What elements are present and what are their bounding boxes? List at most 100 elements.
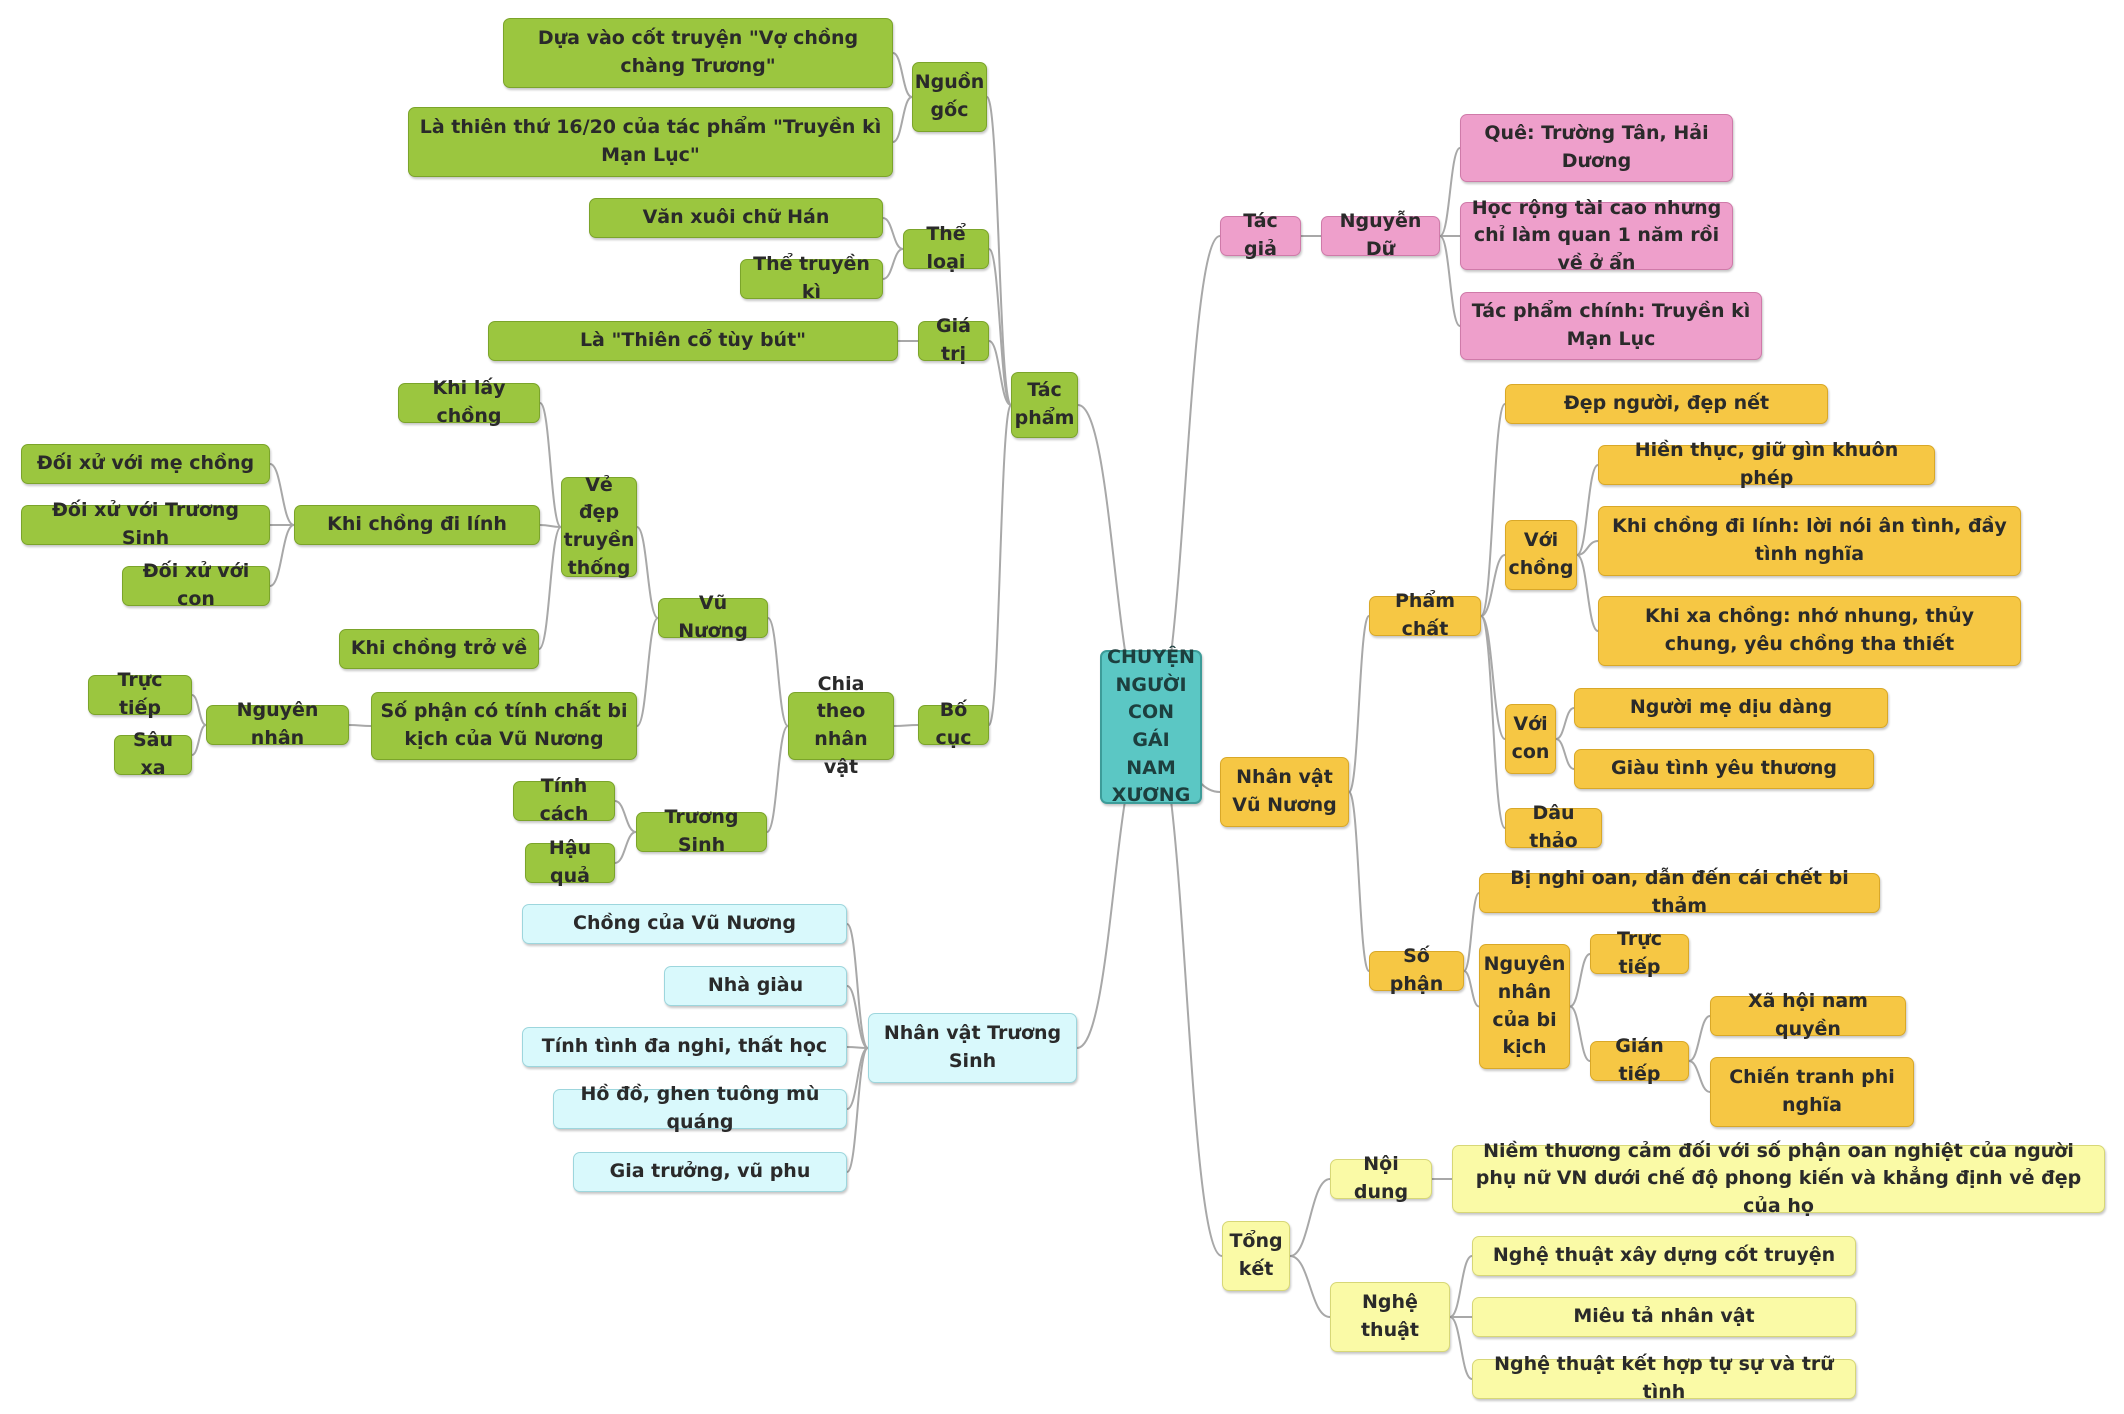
connector-bo-cuc [988,404,1012,726]
node-the-loai[interactable]: Thể loại [903,223,989,273]
node-noi-dung[interactable]: Nội dung [1330,1153,1432,1203]
node-noi-dung-text[interactable]: Niềm thương cảm đối với số phận oan nghi… [1452,1140,2105,1217]
node-bo-cuc[interactable]: Bố cục [918,699,989,749]
connector-voi-chong-1 [1576,464,1599,556]
connector-the-loai-2 [882,248,904,280]
node-gian-tiep[interactable]: Gián tiếp [1590,1035,1689,1085]
node-the-loai-2[interactable]: Thể truyền kì [740,253,883,303]
connector-dep-nguoi [1480,403,1506,617]
connector-gian-tiep [1569,1005,1591,1062]
node-hau-qua[interactable]: Hậu quả [525,837,615,887]
connector-khi-chong-di-linh [539,524,562,528]
node-nghe-thuat-3[interactable]: Nghệ thuật kết hợp tự sự và trữ tình [1472,1353,1856,1403]
connector-ts-item-2 [846,985,869,1049]
node-pham-chat[interactable]: Phẩm chất [1369,590,1481,640]
node-nguon-goc-1[interactable]: Dựa vào cốt truyện "Vợ chồng chàng Trươn… [503,18,893,88]
node-voi-chong-1[interactable]: Hiền thục, giữ gìn khuôn phép [1598,439,1935,489]
connector-nguon-goc-1 [892,52,913,98]
connector-nghe-thuat [1289,1255,1331,1318]
connector-noi-dung [1289,1178,1331,1257]
node-nghe-thuat-2[interactable]: Miêu tả nhân vật [1472,1297,1856,1337]
node-voi-con-1[interactable]: Người mẹ dịu dàng [1574,688,1888,728]
connector-ve-dep [636,526,659,619]
node-ve-dep[interactable]: Vẻ đẹp truyền thống [561,474,637,579]
node-chia-theo[interactable]: Chia theo nhân vật [788,673,894,778]
node-truong-sinh-char[interactable]: Nhân vật Trương Sinh [868,1013,1077,1083]
node-the-loai-1[interactable]: Văn xuôi chữ Hán [589,198,883,238]
node-voi-con[interactable]: Với con [1505,704,1556,774]
connector-doi-xu-con [269,524,295,587]
node-gia-tri[interactable]: Giá trị [918,315,989,365]
connector-ts-item-1 [846,923,869,1049]
connector-bi-nghi-oan [1463,892,1480,972]
connector-tac-gia-item-1 [1439,147,1461,237]
node-tac-gia[interactable]: Tác giả [1220,210,1301,260]
node-xa-hoi[interactable]: Xã hội nam quyền [1710,990,1906,1040]
node-khi-lay-chong[interactable]: Khi lấy chồng [398,377,540,427]
connector-truc-tiep [191,694,207,726]
node-voi-chong-2[interactable]: Khi chồng đi lính: lời nói ân tình, đầy … [1598,506,2021,576]
node-voi-chong-3[interactable]: Khi xa chồng: nhớ nhung, thủy chung, yêu… [1598,596,2021,666]
node-dau-thao[interactable]: Dâu thảo [1505,802,1602,852]
connector-voi-chong-2 [1576,540,1599,556]
node-voi-chong[interactable]: Với chồng [1505,520,1577,590]
connector-nguon-goc [986,96,1012,406]
connector-chien-tranh [1688,1060,1711,1093]
node-tac-gia-item-2[interactable]: Học rộng tài cao nhưng chỉ làm quan 1 nă… [1460,197,1733,274]
node-ts-item-1[interactable]: Chồng của Vũ Nương [522,904,847,944]
node-sau-xa[interactable]: Sâu xa [114,729,192,779]
connector-tinh-cach [614,800,637,833]
connector-the-loai-1 [882,217,904,250]
node-ts-item-4[interactable]: Hồ đồ, ghen tuông mù quáng [553,1083,847,1133]
node-so-phan[interactable]: Số phận [1369,945,1464,995]
connector-tac-gia-item-3 [1439,235,1461,327]
node-doi-xu-truong-sinh[interactable]: Đối xử với Trương Sinh [21,499,270,549]
connector-so-phan [1348,791,1370,972]
node-tac-gia-item-3[interactable]: Tác phẩm chính: Truyền kì Mạn Lục [1460,292,1762,360]
node-tac-pham[interactable]: Tác phẩm [1011,372,1078,438]
node-tac-gia-item-1[interactable]: Quê: Trường Tân, Hải Dương [1460,114,1733,182]
connector-voi-con-2 [1555,738,1575,770]
root-node[interactable]: CHUYỆN NGƯỜI CON GÁI NAM XƯƠNG [1100,646,1202,806]
node-khi-chong-tro-ve[interactable]: Khi chồng trở về [339,629,539,669]
node-tinh-cach[interactable]: Tính cách [513,775,615,825]
connector-ts-item-5 [846,1047,869,1173]
node-nguyen-nhan[interactable]: Nguyên nhân [206,699,349,749]
node-ts-item-3[interactable]: Tính tình đa nghi, thất học [522,1027,847,1067]
node-voi-con-2[interactable]: Giàu tình yêu thương [1574,749,1874,789]
node-nguyen-nhan-bi-kich[interactable]: Nguyên nhân của bi kịch [1479,944,1570,1069]
node-nghe-thuat-1[interactable]: Nghệ thuật xây dựng cốt truyện [1472,1236,1856,1276]
node-vu-nuong[interactable]: Vũ Nương [658,592,768,642]
node-khi-chong-di-linh[interactable]: Khi chồng đi lính [294,505,540,545]
connector-nguyen-nhan-bi-kich [1463,970,1480,1008]
node-ts-item-2[interactable]: Nhà giàu [664,966,847,1006]
node-tong-ket[interactable]: Tổng kết [1222,1221,1290,1291]
connector-ts-item-3 [846,1046,869,1049]
node-nguyen-du[interactable]: Nguyễn Dữ [1321,210,1440,260]
node-ts-item-5[interactable]: Gia trưởng, vũ phu [573,1152,847,1192]
connector-nghe-thuat-1 [1449,1255,1473,1318]
node-vu-nuong-char[interactable]: Nhân vật Vũ Nương [1220,757,1349,827]
node-truc-tiep[interactable]: Trực tiếp [88,669,192,719]
node-truong-sinh-sub[interactable]: Trương Sinh [636,806,767,856]
node-chien-tranh[interactable]: Chiến tranh phi nghĩa [1710,1057,1914,1127]
node-doi-xu-me[interactable]: Đối xử với mẹ chồng [21,444,270,484]
node-vn-truc-tiep[interactable]: Trực tiếp [1590,928,1689,978]
connector-khi-lay-chong [539,402,562,528]
connector-voi-chong-3 [1576,554,1599,632]
node-dep-nguoi[interactable]: Đẹp người, đẹp nết [1505,384,1828,424]
node-gia-tri-1[interactable]: Là "Thiên cổ tùy bút" [488,321,898,361]
connector-pham-chat [1348,615,1370,793]
node-nguon-goc-2[interactable]: Là thiên thứ 16/20 của tác phẩm "Truyền … [408,107,893,177]
node-nghe-thuat[interactable]: Nghệ thuật [1330,1282,1450,1352]
connector-voi-chong [1480,554,1506,617]
node-so-phan-bi-kich[interactable]: Số phận có tính chất bi kịch của Vũ Nươn… [371,692,637,760]
connector-the-loai [988,248,1012,406]
connector-gia-tri [988,340,1012,406]
node-nguon-goc[interactable]: Nguồn gốc [912,62,987,132]
node-bi-nghi-oan[interactable]: Bị nghi oan, dẫn đến cái chết bi thảm [1479,867,1880,917]
node-doi-xu-con[interactable]: Đối xử với con [122,560,270,610]
connector-nguyen-nhan [348,724,372,727]
